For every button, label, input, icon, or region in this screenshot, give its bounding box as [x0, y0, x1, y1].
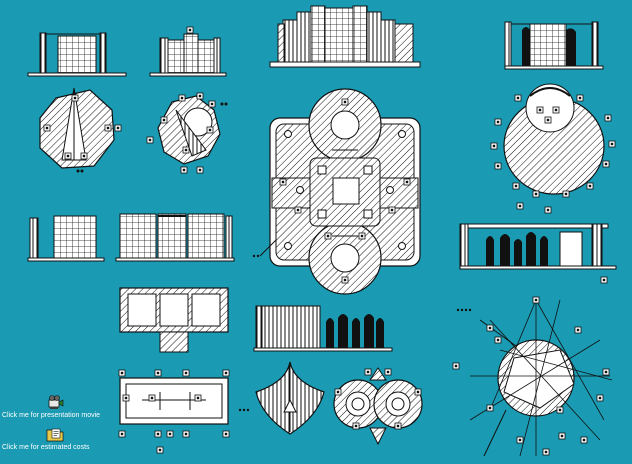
elevation-center-people: [253, 305, 393, 352]
elevation-small-2: [149, 26, 227, 77]
folder-document-icon: [46, 428, 64, 442]
movie-projector-icon: [48, 395, 64, 409]
elevation-right-people: [459, 202, 617, 284]
elevation-mid-left: [27, 215, 105, 262]
elevation-right-top: [504, 21, 604, 70]
plan-detail-lower-left: [118, 369, 230, 454]
plan-dome-right: [490, 83, 616, 198]
plan-main-center: [252, 88, 421, 295]
plan-rect-lower: [119, 287, 229, 353]
estimated-costs-label[interactable]: Click me for estimated costs: [2, 444, 90, 451]
estimated-costs-shortcut[interactable]: Click me for estimated costs: [2, 426, 90, 451]
elevation-mid-wide: [115, 213, 235, 262]
plan-twin-circles: [333, 367, 423, 446]
elevation-tower: [269, 5, 421, 68]
elevation-small-1: [27, 32, 127, 77]
plan-octagon-left: [39, 87, 122, 173]
plan-octagon-circle: [146, 92, 228, 174]
presentation-movie-shortcut[interactable]: Click me for presentation movie: [2, 394, 100, 419]
elevation-ogee-dome: [238, 361, 325, 435]
plan-radial-site: [452, 296, 613, 457]
presentation-movie-label[interactable]: Click me for presentation movie: [2, 412, 101, 419]
